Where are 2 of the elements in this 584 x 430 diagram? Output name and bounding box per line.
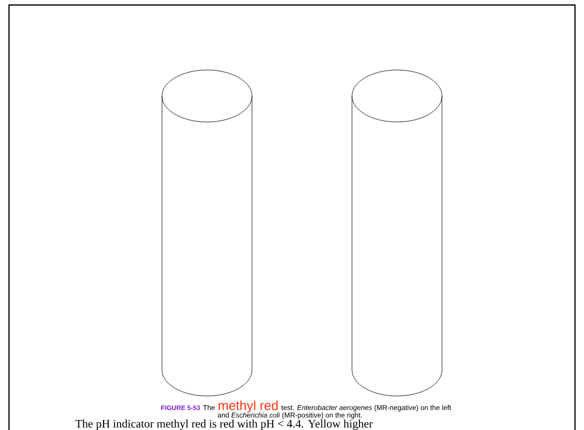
- note-text: The pH indicator methyl red is red with pH < 4.4. Yellow higher: [75, 420, 373, 430]
- caption-text: methyl red: [218, 400, 278, 413]
